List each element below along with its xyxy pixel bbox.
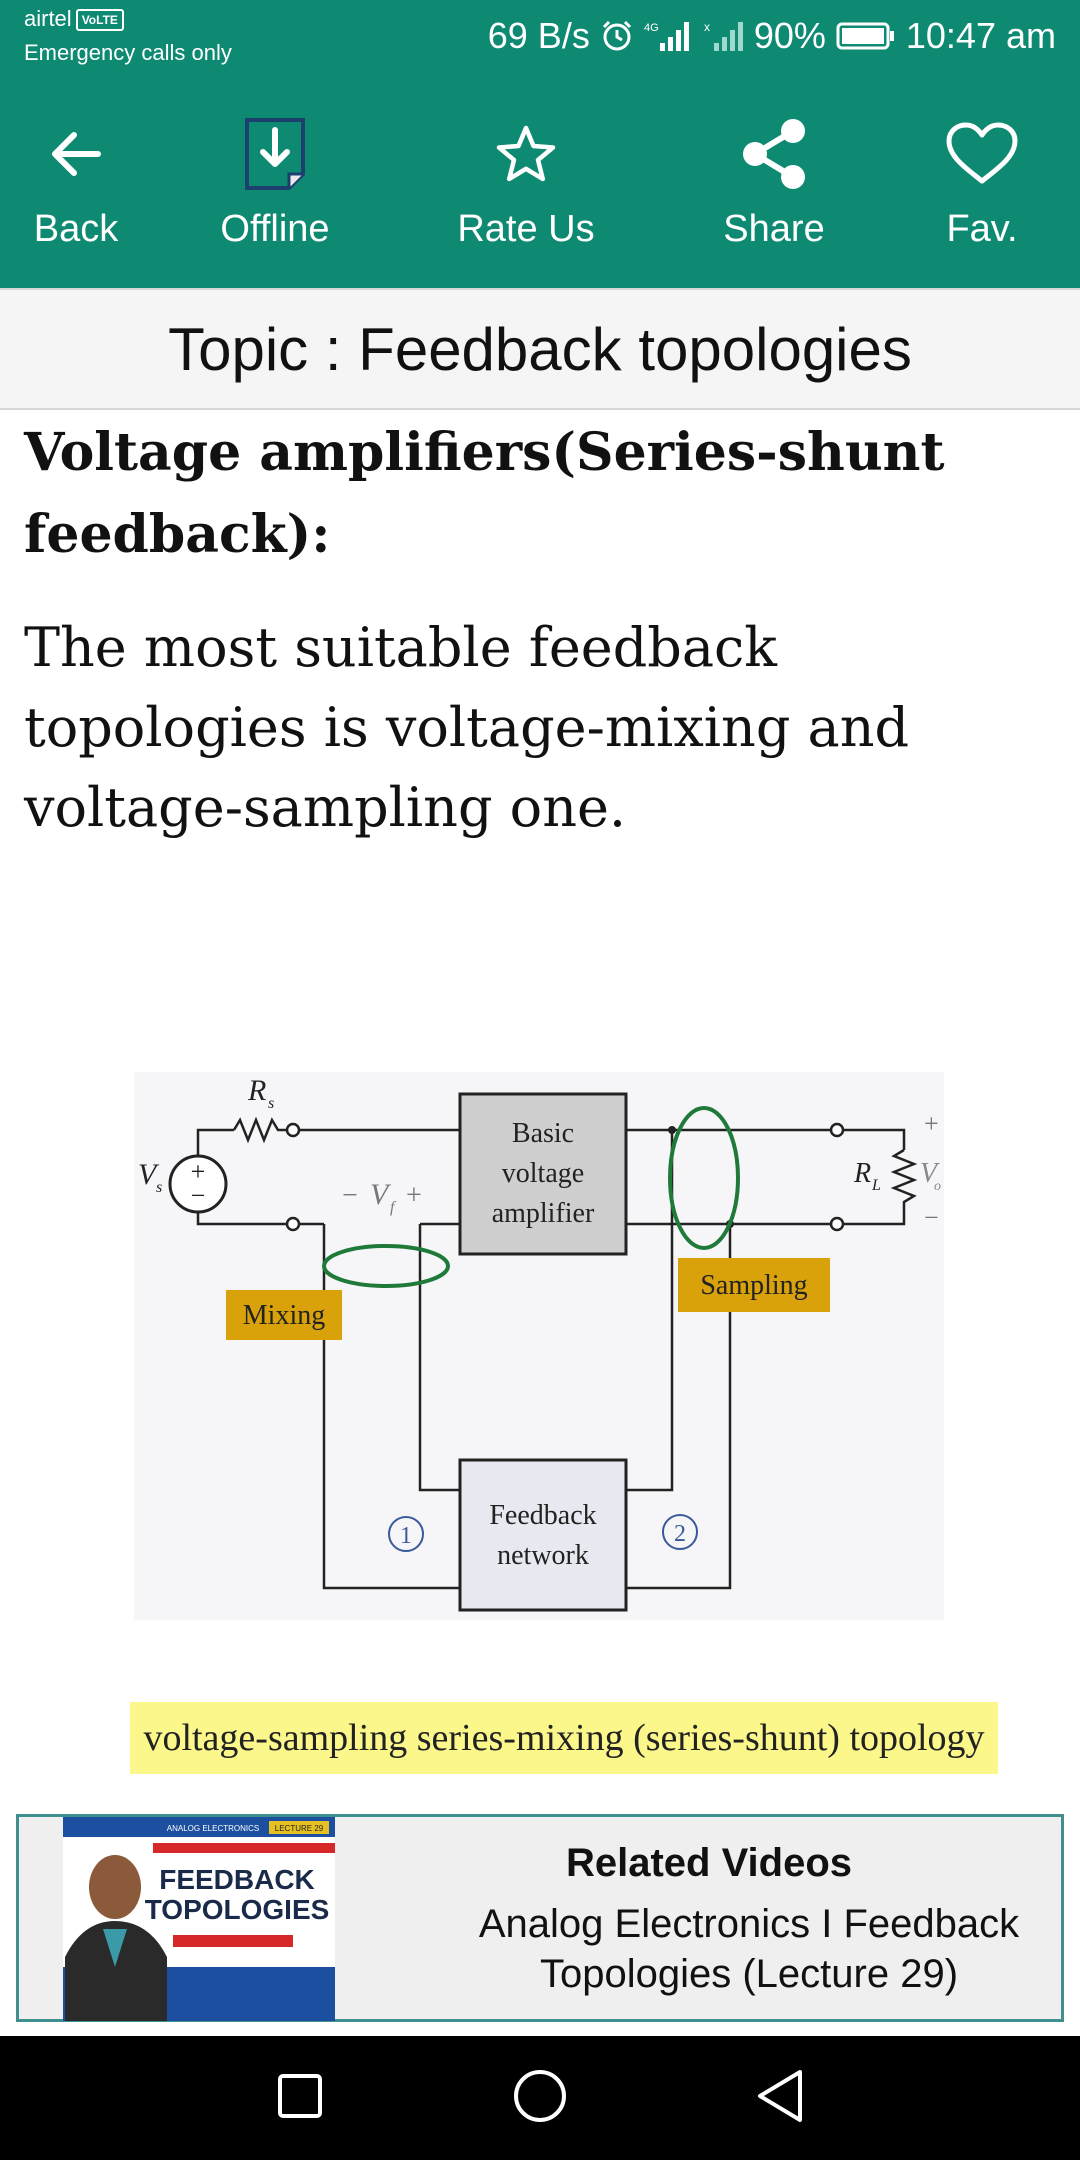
favorite-label: Fav.: [946, 208, 1018, 250]
port-2-label: 2: [674, 1521, 686, 1547]
status-right: 69 B/s 4G x 90% 10:47 am: [488, 14, 1056, 58]
recent-apps-button[interactable]: [240, 2036, 360, 2160]
arrow-left-icon: [48, 112, 104, 196]
topic-header: Topic : Feedback topologies: [0, 288, 1080, 410]
svg-text:4G: 4G: [644, 22, 659, 34]
signal-sim2-icon: x: [704, 19, 744, 53]
amplifier-line-3: amplifier: [492, 1198, 595, 1229]
vf-plus: +: [406, 1180, 422, 1211]
share-button[interactable]: Share: [704, 72, 844, 288]
vo-plus: +: [924, 1109, 939, 1138]
thumb-title-1: FEEDBACK: [159, 1864, 315, 1895]
section-heading: Voltage amplifiers(Series-shunt feedback…: [24, 422, 945, 565]
mixing-ellipse: [322, 1244, 450, 1288]
sampling-ellipse: [668, 1106, 740, 1250]
rl-subscript: L: [871, 1177, 881, 1194]
share-icon: [737, 112, 811, 196]
circuit-diagram: + − V s R s − V f + Basic voltage amplif…: [134, 1072, 944, 1620]
source-minus: −: [191, 1181, 206, 1210]
toolbar: Back Offline Rate Us Share Fav.: [0, 72, 1080, 288]
offline-label: Offline: [220, 208, 330, 250]
related-video-title[interactable]: Analog Electronics I Feedback Topologies…: [478, 1902, 1020, 1996]
circle-icon: [512, 2068, 568, 2129]
amplifier-box: [458, 1092, 628, 1256]
back-button[interactable]: Back: [16, 72, 136, 288]
navigation-bar: [0, 2036, 1080, 2160]
square-icon: [276, 2072, 324, 2125]
battery-icon: [836, 21, 896, 51]
vo-subscript: o: [934, 1179, 941, 1194]
vf-subscript: f: [390, 1199, 397, 1216]
article-content: Voltage amplifiers(Series-shunt feedback…: [24, 412, 1056, 848]
rs-subscript: s: [268, 1095, 274, 1112]
amplifier-line-2: voltage: [502, 1158, 584, 1189]
vo-label: V: [920, 1158, 940, 1189]
rs-label: R: [247, 1074, 266, 1107]
related-videos-title: Related Videos: [565, 1841, 853, 1885]
mixing-tag: [226, 1290, 342, 1340]
mixing-label: Mixing: [243, 1300, 325, 1331]
thumb-tag-left: ANALOG ELECTRONICS: [167, 1824, 259, 1833]
network-speed: 69 B/s: [487, 15, 590, 56]
carrier-name: airtel: [24, 6, 72, 31]
favorite-button[interactable]: Fav.: [922, 72, 1042, 288]
offline-button[interactable]: Offline: [205, 72, 345, 288]
port-1-label: 1: [400, 1523, 412, 1549]
feedback-line-2: network: [497, 1540, 589, 1571]
heart-icon: [945, 112, 1019, 196]
vo-minus: −: [924, 1203, 939, 1232]
feedback-network-box: [458, 1458, 628, 1612]
volte-badge: VoLTE: [75, 9, 124, 31]
sampling-label: Sampling: [700, 1270, 807, 1301]
battery-percent: 90%: [753, 15, 826, 56]
rate-us-button[interactable]: Rate Us: [446, 72, 606, 288]
download-document-icon: [243, 112, 307, 196]
vs-label: V: [138, 1158, 160, 1191]
triangle-back-icon: [754, 2068, 806, 2129]
star-icon: [495, 112, 557, 196]
source-plus: +: [191, 1157, 206, 1186]
back-label: Back: [33, 208, 119, 250]
svg-text:x: x: [704, 20, 710, 34]
vf-minus: −: [342, 1180, 358, 1211]
emergency-text: Emergency calls only: [24, 40, 232, 65]
vs-subscript: s: [156, 1179, 162, 1196]
home-button[interactable]: [480, 2036, 600, 2160]
amplifier-line-1: Basic: [512, 1118, 574, 1149]
thumb-tag-right: LECTURE 29: [275, 1824, 324, 1833]
share-label: Share: [723, 208, 825, 250]
feedback-line-1: Feedback: [489, 1500, 596, 1531]
rl-label: R: [853, 1158, 871, 1189]
figure-caption: voltage-sampling series-mixing (series-s…: [130, 1702, 998, 1774]
clock: 10:47 am: [905, 15, 1056, 56]
back-nav-button[interactable]: [720, 2036, 840, 2160]
alarm-icon: [600, 19, 634, 53]
topic-title: Topic : Feedback topologies: [168, 315, 912, 383]
thumb-title-2: TOPOLOGIES: [145, 1894, 330, 1925]
signal-4g-icon: 4G: [644, 19, 694, 53]
section-paragraph: The most suitable feedback topologies is…: [24, 616, 910, 839]
vf-label: V: [370, 1178, 392, 1211]
rate-us-label: Rate Us: [457, 208, 595, 250]
related-videos-card[interactable]: ANALOG ELECTRONICS LECTURE 29 FEEDBACK T…: [16, 1814, 1064, 2022]
video-thumbnail[interactable]: ANALOG ELECTRONICS LECTURE 29 FEEDBACK T…: [63, 1817, 335, 2021]
sampling-tag: [678, 1258, 830, 1312]
